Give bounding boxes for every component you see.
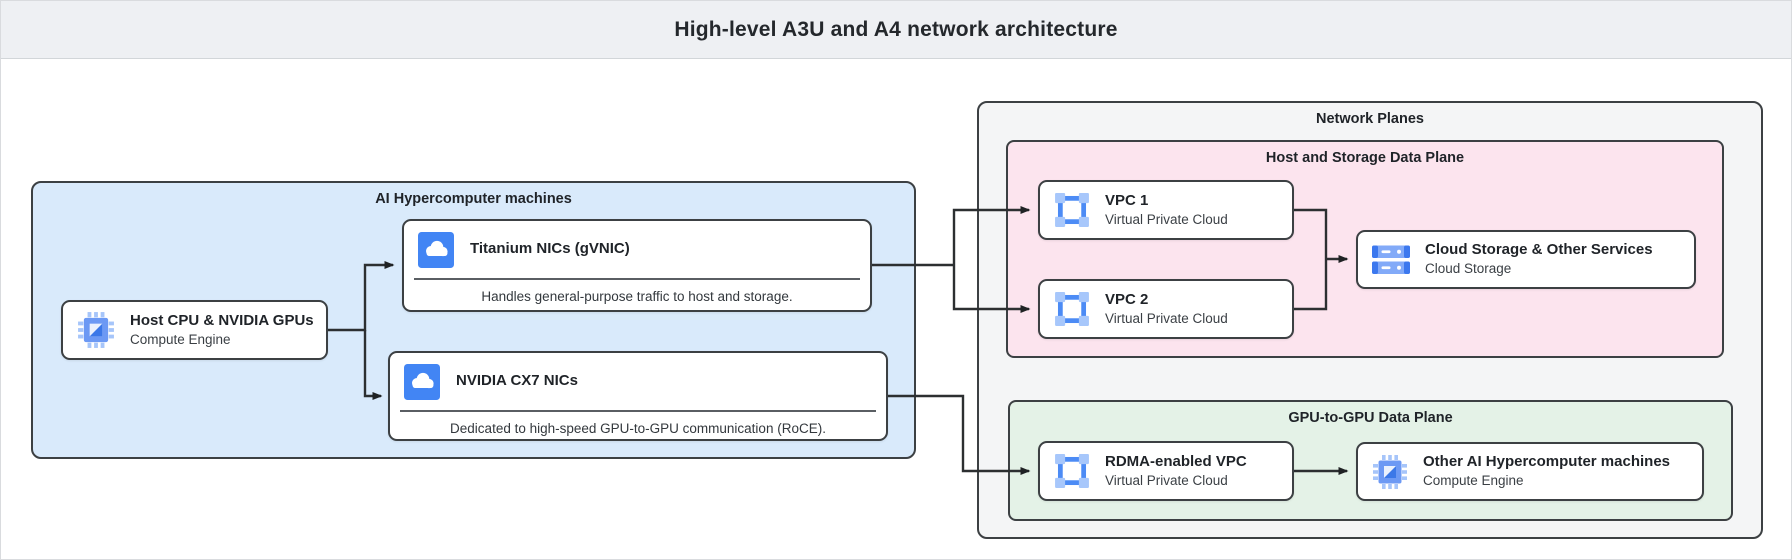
node-subtitle: Virtual Private Cloud (1105, 211, 1228, 227)
diagram-header: High-level A3U and A4 network architectu… (1, 1, 1791, 59)
node-subtitle: Compute Engine (1423, 473, 1524, 489)
node-other-ai-hypercomputer-machines: Other AI Hypercomputer machines Compute … (1356, 442, 1704, 501)
node-cloud-storage: Cloud Storage & Other Services Cloud Sto… (1356, 230, 1696, 289)
node-title: Host CPU & NVIDIA GPUs (130, 311, 314, 329)
node-text: Cloud Storage & Other Services Cloud Sto… (1425, 241, 1653, 277)
cloud-icon (404, 363, 440, 400)
node-subtitle: Virtual Private Cloud (1105, 310, 1228, 326)
node-description: Handles general-purpose traffic to host … (481, 289, 793, 304)
node-subtitle: Compute Engine (130, 331, 231, 347)
node-subtitle: Cloud Storage (1425, 261, 1512, 277)
vpc-icon (1055, 454, 1089, 488)
node-header: NVIDIA CX7 NICs (390, 353, 886, 410)
node-description: Dedicated to high-speed GPU-to-GPU commu… (450, 421, 826, 436)
node-vpc-2: VPC 2 Virtual Private Cloud (1038, 279, 1294, 339)
node-title: RDMA-enabled VPC (1105, 452, 1247, 470)
vpc-icon (1055, 193, 1089, 227)
compute-engine-icon (1373, 454, 1407, 489)
node-rdma-enabled-vpc: RDMA-enabled VPC Virtual Private Cloud (1038, 441, 1294, 501)
node-titanium-nics: Titanium NICs (gVNIC) Handles general-pu… (402, 219, 872, 312)
node-title: Other AI Hypercomputer machines (1423, 453, 1671, 471)
node-header: Titanium NICs (gVNIC) (404, 221, 870, 278)
page-title: High-level A3U and A4 network architectu… (674, 17, 1118, 41)
node-title: Titanium NICs (gVNIC) (470, 240, 630, 258)
node-text: VPC 2 Virtual Private Cloud (1105, 291, 1228, 327)
node-vpc-1: VPC 1 Virtual Private Cloud (1038, 180, 1294, 240)
node-title: Cloud Storage & Other Services (1425, 241, 1653, 259)
node-title: NVIDIA CX7 NICs (456, 372, 578, 390)
node-nvidia-cx7-nics: NVIDIA CX7 NICs Dedicated to high-speed … (388, 351, 888, 441)
cloud-storage-icon (1372, 245, 1410, 274)
node-title: VPC 2 (1105, 290, 1149, 308)
node-text: Host CPU & NVIDIA GPUs Compute Engine (130, 312, 314, 348)
node-text: VPC 1 Virtual Private Cloud (1105, 192, 1228, 228)
node-text: Other AI Hypercomputer machines Compute … (1423, 453, 1670, 489)
group-title: Host and Storage Data Plane (1265, 150, 1465, 166)
divider (400, 410, 876, 412)
divider (414, 278, 860, 280)
node-host-cpu-gpus: Host CPU & NVIDIA GPUs Compute Engine (61, 300, 328, 360)
group-title: AI Hypercomputer machines (375, 191, 572, 207)
node-text: RDMA-enabled VPC Virtual Private Cloud (1105, 453, 1247, 489)
compute-engine-icon (78, 312, 114, 348)
node-title: VPC 1 (1105, 191, 1149, 209)
vpc-icon (1055, 292, 1089, 326)
group-title: Network Planes (1316, 111, 1424, 127)
group-title: GPU-to-GPU Data Plane (1288, 410, 1453, 426)
node-subtitle: Virtual Private Cloud (1105, 472, 1228, 488)
cloud-icon (418, 231, 454, 268)
